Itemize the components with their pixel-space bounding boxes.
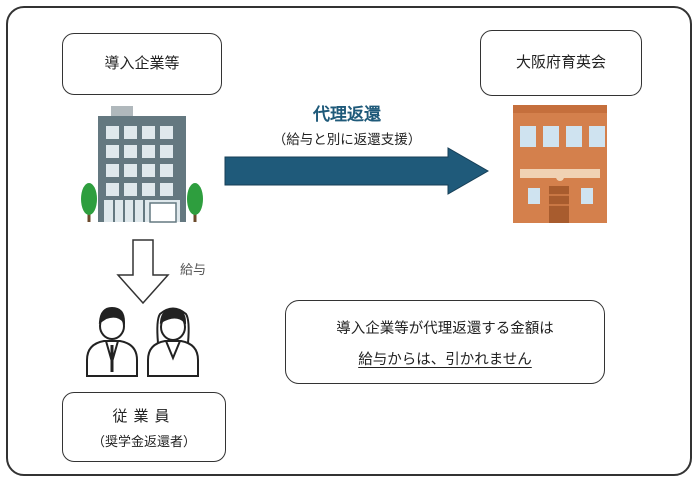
- note-line-1: 導入企業等が代理返還する金額は: [336, 321, 554, 337]
- scholarship-org-building-icon: [513, 105, 607, 223]
- scholarship-org-label: 大阪府育英会: [515, 53, 606, 71]
- salary-down-arrow: [116, 239, 170, 305]
- company-box: 導入企業等: [62, 33, 222, 95]
- office-building-icon: [81, 106, 203, 223]
- proxy-repayment-subtitle: （給与と別に返還支援）: [272, 132, 422, 148]
- employee-label: 従業員: [112, 407, 176, 425]
- employee-box: 従業員 （奨学金返還者）: [62, 392, 226, 462]
- scholarship-org-box: 大阪府育英会: [480, 30, 642, 96]
- female-employee-icon: [147, 307, 199, 377]
- note-box: 導入企業等が代理返還する金額は 給与からは、引かれません: [285, 300, 605, 384]
- male-employee-icon: [86, 306, 138, 377]
- note-line-2: 給与からは、引かれません: [358, 352, 532, 368]
- proxy-repayment-arrow: [224, 147, 490, 195]
- employee-sublabel: （奨学金返還者）: [91, 435, 196, 450]
- salary-label: 給与: [180, 263, 207, 278]
- proxy-repayment-title: 代理返還: [313, 105, 381, 125]
- diagram-frame: [6, 6, 692, 476]
- company-label: 導入企業等: [104, 54, 180, 72]
